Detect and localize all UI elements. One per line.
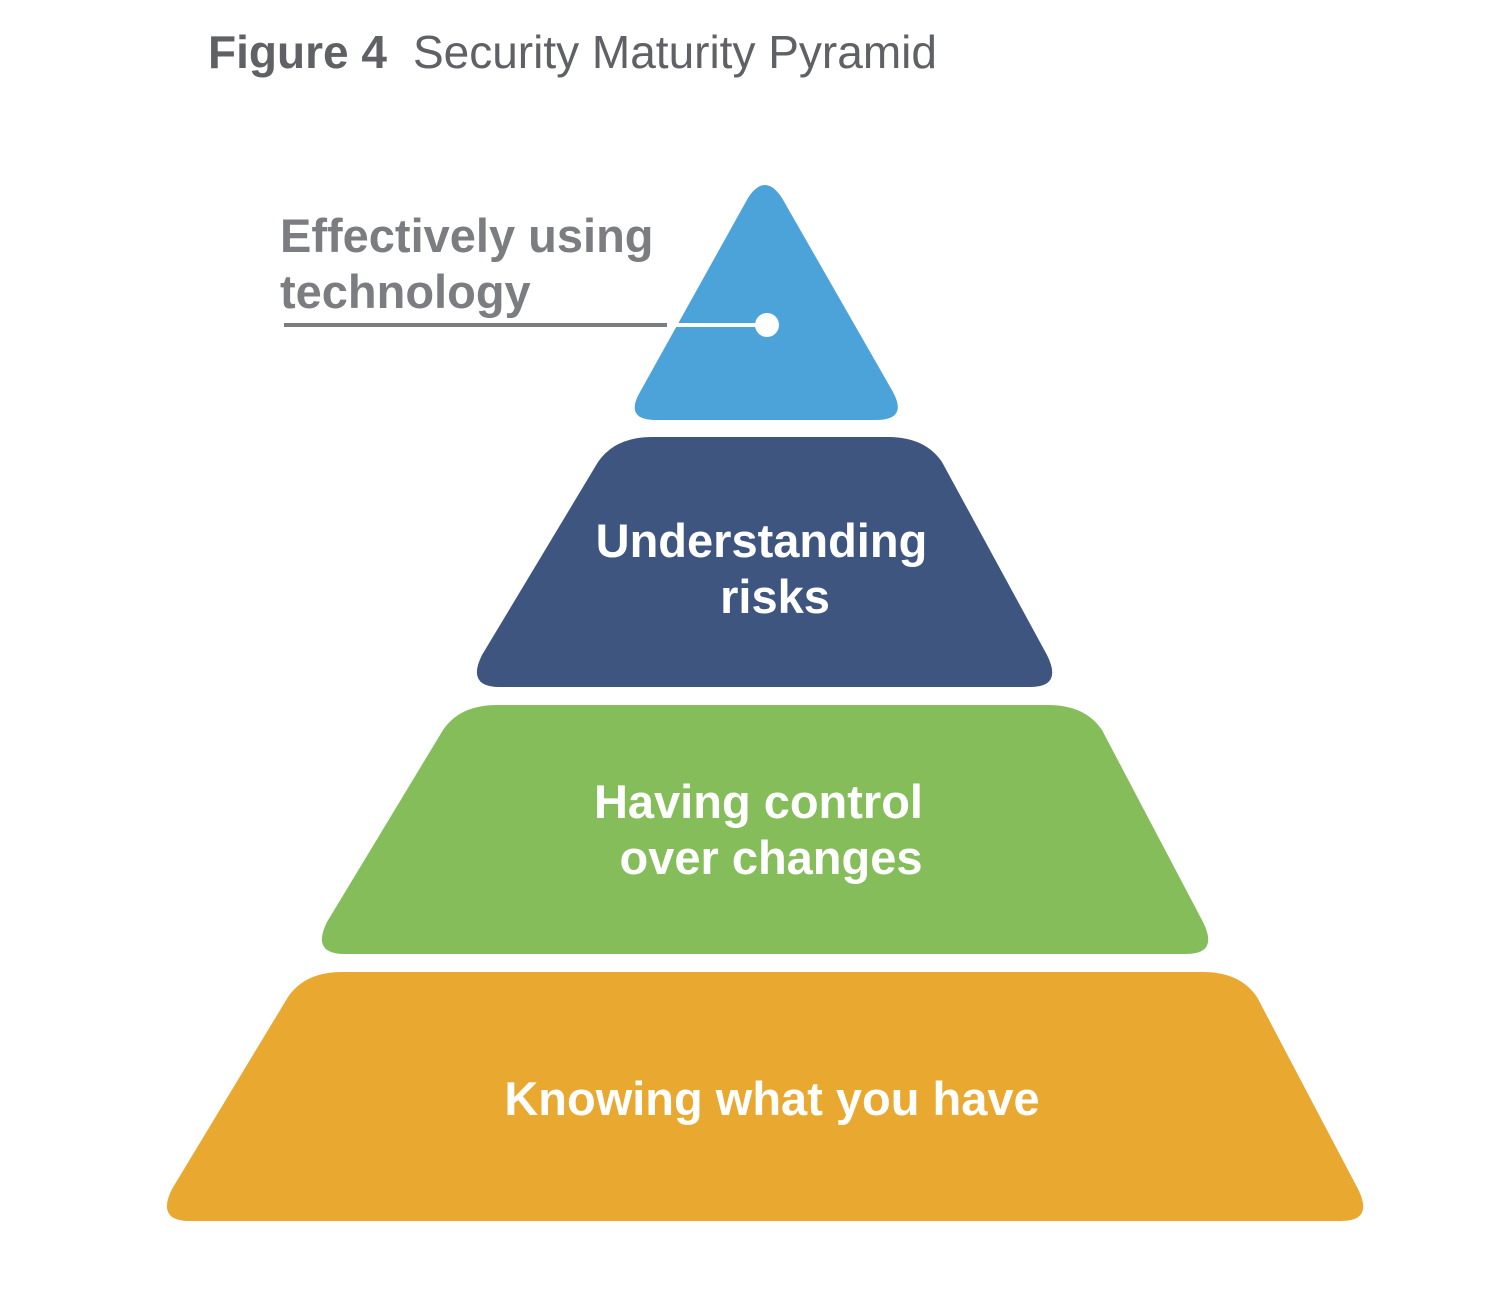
tier-label-line: Having control	[594, 775, 923, 828]
figure-number: Figure 4	[208, 26, 387, 78]
figure-title: Security Maturity Pyramid	[412, 26, 937, 78]
callout-dot	[755, 313, 779, 337]
tier-label-effectively-using-technology: Effectively using technology	[280, 209, 667, 318]
tier-label-line: over changes	[619, 831, 922, 884]
tier-label-line: Effectively using	[280, 209, 654, 262]
tier-label-understanding-risks: Understanding risks	[596, 514, 941, 623]
tier-effectively-using-technology	[634, 185, 898, 420]
tier-label-line: technology	[280, 265, 531, 318]
tier-label-line: Knowing what you have	[504, 1072, 1039, 1125]
tier-label-knowing-what-you-have: Knowing what you have	[504, 1072, 1039, 1125]
figure-caption: Figure 4 Security Maturity Pyramid	[208, 22, 937, 82]
tier-label-line: risks	[720, 570, 830, 623]
tier-label-having-control-over-changes: Having control over changes	[594, 775, 936, 884]
tier-having-control-over-changes	[321, 705, 1209, 954]
tier-understanding-risks	[476, 437, 1053, 687]
tier-knowing-what-you-have	[166, 972, 1364, 1221]
tier-label-line: Understanding	[596, 514, 928, 567]
